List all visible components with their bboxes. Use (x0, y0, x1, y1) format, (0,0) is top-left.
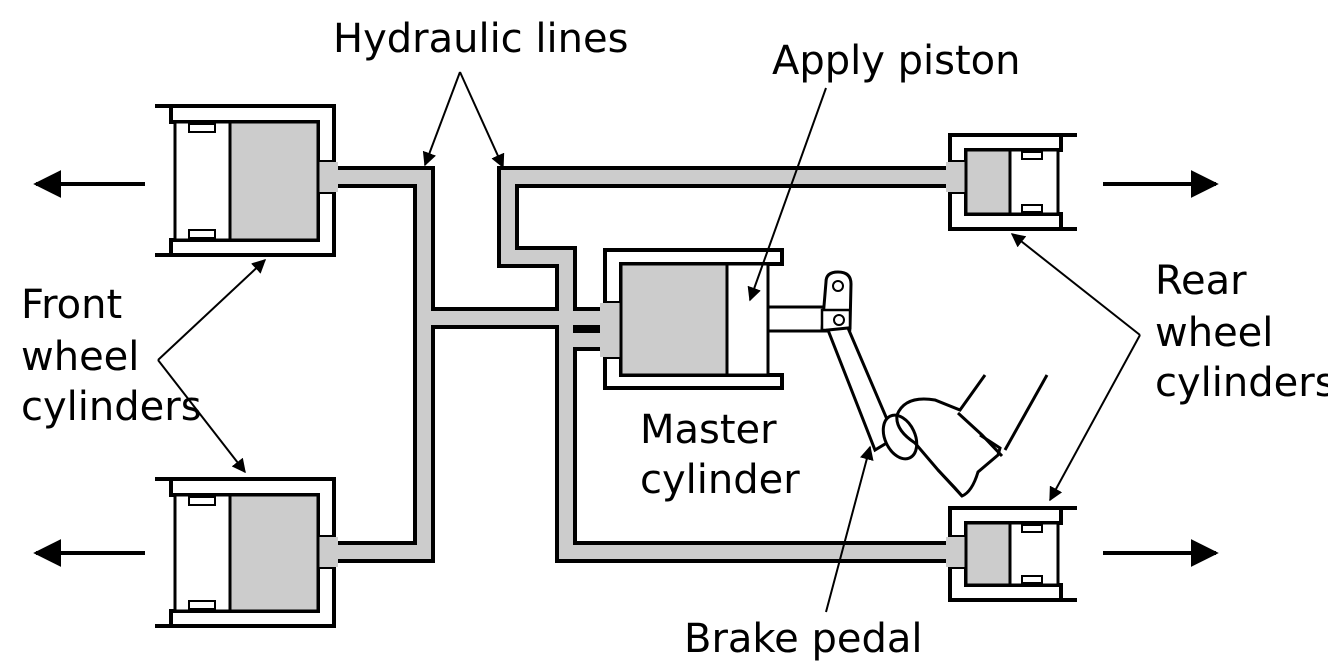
label-front-wheel-cylinders-2: wheel (21, 334, 139, 380)
hydraulic-lines (318, 166, 955, 563)
front-wheel-cylinder-bottom (155, 477, 338, 628)
master-cylinder (600, 248, 784, 390)
label-hydraulic-lines: Hydraulic lines (333, 16, 628, 62)
rear-wheel-cylinder-top (946, 133, 1077, 231)
label-rear-wheel-cylinders-3: cylinders (1155, 360, 1328, 406)
label-master-cylinder-1: Master (640, 407, 777, 453)
front-wheel-cylinder-top (155, 104, 338, 257)
rear-wheel-cylinder-bottom (946, 506, 1077, 602)
brake-pedal-assembly (766, 270, 919, 461)
leader-lines (157, 71, 1141, 613)
foot-icon (895, 374, 1049, 498)
label-brake-pedal: Brake pedal (684, 616, 922, 662)
label-apply-piston: Apply piston (772, 38, 1021, 84)
label-front-wheel-cylinders-1: Front (21, 282, 122, 328)
label-rear-wheel-cylinders-2: wheel (1155, 310, 1273, 356)
label-rear-wheel-cylinders-1: Rear (1155, 258, 1247, 304)
label-front-wheel-cylinders-3: cylinders (21, 384, 202, 430)
force-arrows (33, 170, 1219, 567)
label-master-cylinder-2: cylinder (640, 457, 800, 503)
